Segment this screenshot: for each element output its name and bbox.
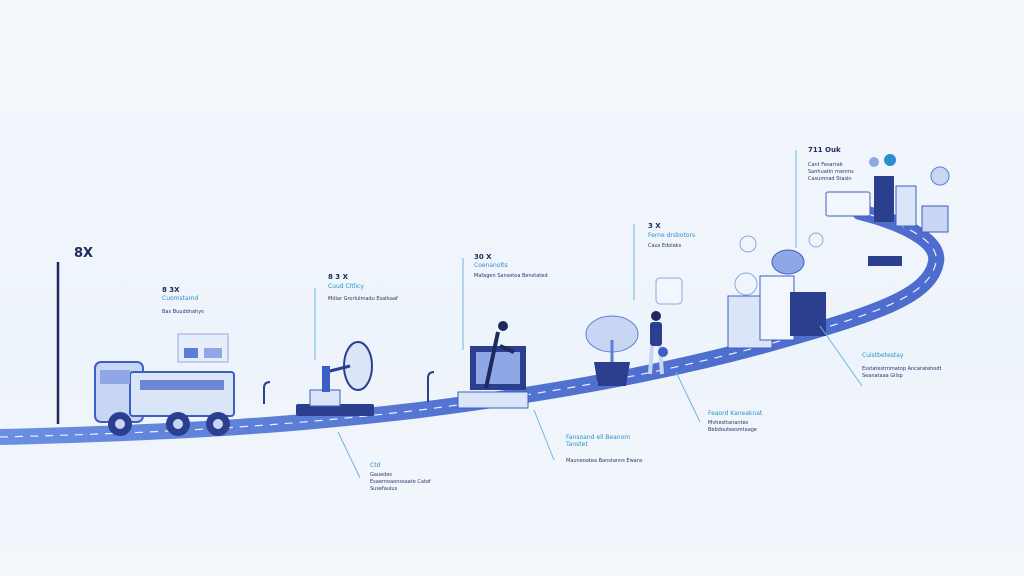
milestone-5-note: Caus Edolaks: [648, 243, 682, 249]
milestone-4-note: Mafagen Sansetoa Benstated: [474, 273, 548, 279]
road: [0, 204, 945, 445]
annotation-3-note: Mvhesttanantes Bebdouteesmtaage: [708, 420, 758, 433]
factory-icon: [727, 232, 826, 349]
person-icon: [648, 277, 683, 375]
milestone-2-title: Cuomstamd: [162, 295, 199, 302]
milestone-3-value: 8 3 X: [328, 273, 349, 281]
annotation-1-title: Ctd: [370, 462, 381, 469]
annotation-3-title: Feaord Kaneaknat: [708, 410, 763, 417]
annotation-2-note: Mauneoatea Banstanns Ewans: [566, 458, 643, 464]
annotation-4-note: Esstatestmmatop Ancaratehodt Seanataaa G…: [862, 366, 942, 379]
milestone-3-title: Cuud Cltlicy: [328, 283, 364, 290]
milestone-4-value: 30 X: [474, 253, 492, 261]
bonsai-tree-icon: [585, 224, 639, 386]
truck-icon: [56, 262, 235, 436]
city-skyline-icon: [795, 150, 950, 266]
annotation-2-title: Fansoand ell Beanom Tanstet: [566, 434, 631, 448]
machine-icon: [427, 258, 529, 409]
milestone-6-note: Cant Fesarrak Sanhuatin rnenms Casumnad …: [808, 162, 854, 182]
milestone-5-title: Ferne drsbotors: [648, 232, 696, 239]
annotation-4-title: Cuistbetestay: [862, 352, 904, 359]
scanner-icon: [263, 288, 374, 416]
milestone-3-note: Mdiar Grorlulmadu Esatkaaf: [328, 296, 398, 302]
milestone-2-note: Bas Buuddnahys: [162, 309, 204, 315]
milestone-2-value: 8 3X: [162, 286, 180, 294]
milestone-6-value: 711 Ouk: [808, 146, 841, 154]
milestone-1-value: 8X: [74, 246, 94, 261]
milestone-4-title: Coenanolts: [474, 262, 508, 269]
annotation-leaders: [337, 325, 863, 479]
milestone-5-value: 3 X: [648, 222, 661, 230]
annotation-1-note: Gauedes Esaernoaonssaate Cataf Susefaulu…: [370, 472, 431, 492]
